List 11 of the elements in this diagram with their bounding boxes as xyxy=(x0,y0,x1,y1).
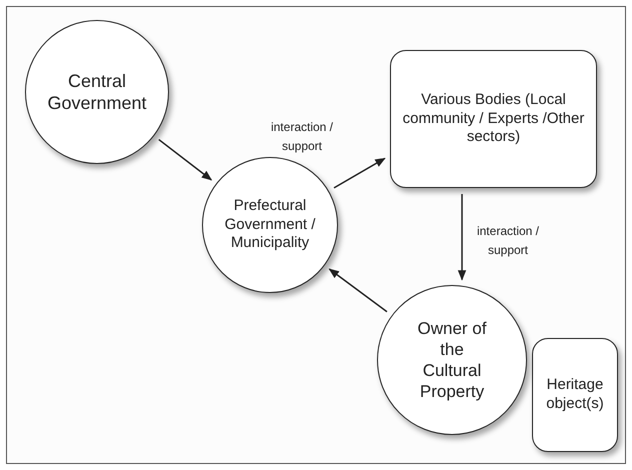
node-label: Central Government xyxy=(46,70,148,114)
rounded-box xyxy=(390,50,597,188)
node-label: Various Bodies (Local community / Experts /Other sectors) xyxy=(402,90,586,148)
arrow xyxy=(458,194,466,281)
node-label: Owner of the Cultural Property xyxy=(416,318,488,402)
rounded-box xyxy=(532,338,618,452)
arrow xyxy=(158,138,212,181)
arrow xyxy=(334,158,386,189)
node-label: Heritage object(s) xyxy=(545,376,605,414)
arrow xyxy=(328,268,388,312)
node-label: Prefectural Government / Municipality xyxy=(224,196,316,254)
